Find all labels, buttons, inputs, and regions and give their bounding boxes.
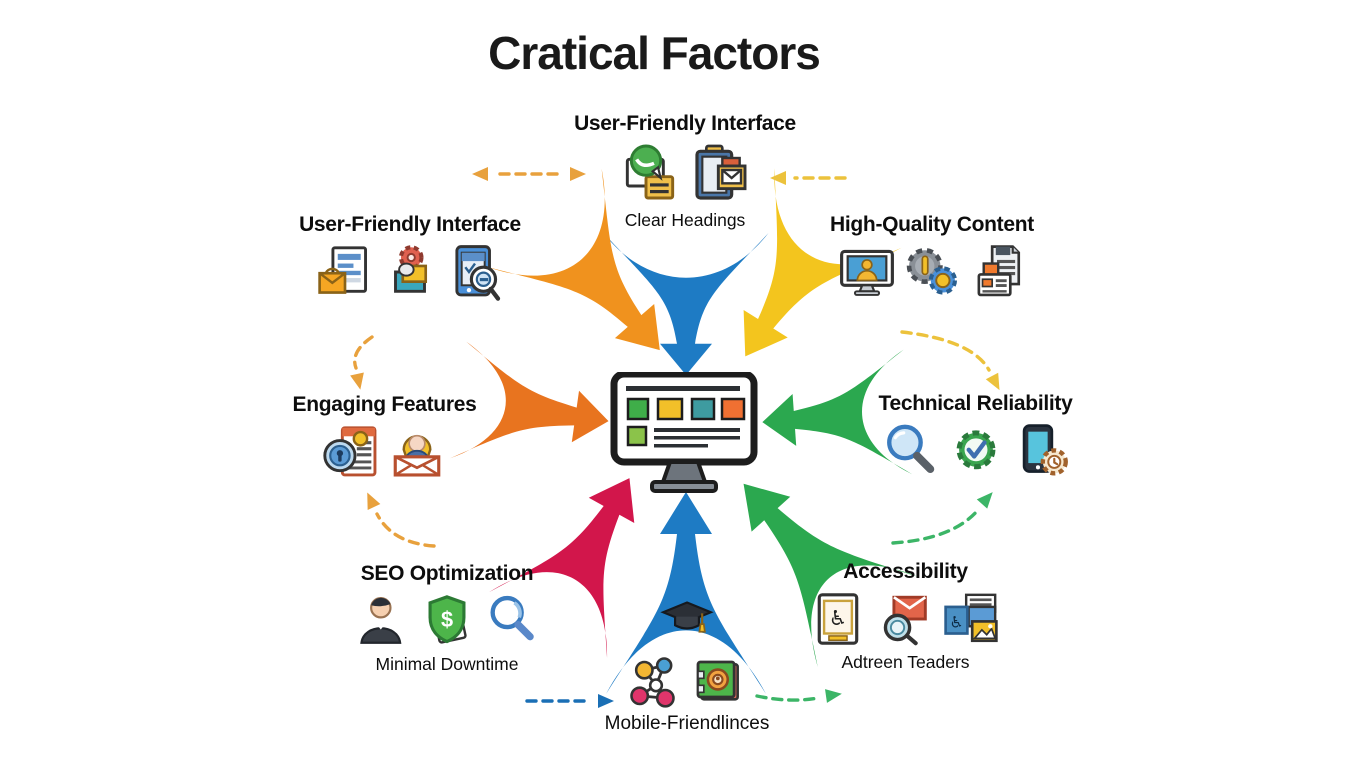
node-label: Accessibility bbox=[843, 560, 968, 583]
magnifier-icon bbox=[882, 422, 940, 480]
funnel-arrow-upper-left bbox=[488, 168, 660, 351]
monitor-user-icon bbox=[838, 243, 896, 301]
dashed-arrow-access-up bbox=[891, 492, 993, 545]
graduation-cap-icon bbox=[612, 596, 762, 648]
node-user-friendly-interface-top: User-Friendly Interface Clear Headings bbox=[525, 112, 845, 231]
node-label: Engaging Features bbox=[292, 393, 477, 416]
funnel-arrow-mid-right bbox=[762, 349, 913, 475]
documents-stack-icon bbox=[968, 243, 1026, 301]
icon-row bbox=[868, 422, 1083, 480]
node-label: User-Friendly Interface bbox=[574, 112, 796, 135]
dashed-arrow-left-down bbox=[350, 335, 374, 390]
document-chat-icon bbox=[618, 142, 682, 206]
node-mobile-friendliness: Mobile-Friendlinces bbox=[602, 596, 772, 735]
dashed-arrow-right-down bbox=[900, 330, 1000, 391]
badge-check-icon bbox=[947, 422, 1005, 480]
person-suit-icon bbox=[353, 592, 411, 650]
funnel-arrow-bottom-right bbox=[743, 483, 919, 668]
folder-gear-icon bbox=[381, 243, 439, 301]
funnel-arrow-mid-left bbox=[449, 341, 609, 459]
icon-row bbox=[612, 596, 762, 711]
node-sublabel: Minimal Downtime bbox=[375, 654, 519, 674]
node-accessibility: Accessibility ♿♿ Adtreen Teaders bbox=[808, 560, 1003, 673]
book-camera-icon bbox=[691, 655, 747, 711]
dashed-arrow-top-left bbox=[472, 167, 586, 181]
icon-row bbox=[822, 243, 1042, 301]
node-label: Mobile-Friendlinces bbox=[604, 713, 770, 734]
node-engaging-features: Engaging Features bbox=[282, 393, 487, 481]
tablet-wheelchair-icon: ♿ bbox=[812, 590, 870, 648]
funnel-arrow-bottom bbox=[606, 492, 766, 694]
woman-envelope-icon bbox=[388, 423, 446, 481]
dashed-arrow-bottom-left bbox=[525, 694, 614, 708]
node-label: Technical Reliability bbox=[878, 392, 1073, 415]
search-icon bbox=[483, 592, 541, 650]
tablet-search-icon bbox=[446, 243, 504, 301]
clipboard-mail-icon bbox=[689, 142, 753, 206]
funnel-arrow-bottom-left bbox=[488, 478, 635, 658]
accessibility-windows-icon: ♿ bbox=[942, 590, 1000, 648]
node-technical-reliability: Technical Reliability bbox=[868, 392, 1083, 480]
dashed-arrow-bottom-right bbox=[755, 689, 842, 703]
node-user-friendly-interface-left: User-Friendly Interface bbox=[290, 213, 530, 301]
dashed-arrow-seo-up bbox=[367, 492, 436, 548]
funnel-arrow-top bbox=[603, 233, 769, 375]
svg-text:♿: ♿ bbox=[949, 612, 963, 631]
icon-row bbox=[282, 423, 487, 481]
document-badge-icon bbox=[323, 423, 381, 481]
icon-row: $ bbox=[352, 592, 542, 650]
dashed-arrow-top-right bbox=[770, 171, 847, 185]
node-seo-optimization: SEO Optimization $ Minimal Downtime bbox=[352, 562, 542, 675]
funnel-arrow-upper-right bbox=[743, 168, 902, 357]
icon-row bbox=[525, 142, 845, 206]
mail-magnifier-icon bbox=[877, 590, 935, 648]
node-high-quality-content: High-Quality Content bbox=[822, 213, 1042, 301]
shield-dollar-icon: $ bbox=[418, 592, 476, 650]
phone-clock-icon bbox=[1012, 422, 1070, 480]
page-title: Cratical Factors bbox=[488, 27, 821, 79]
node-label: User-Friendly Interface bbox=[299, 213, 521, 236]
molecule-icon bbox=[628, 655, 684, 711]
icon-row bbox=[290, 243, 530, 301]
node-label: SEO Optimization bbox=[360, 562, 534, 585]
node-sublabel: Clear Headings bbox=[624, 210, 746, 230]
icon-row: ♿♿ bbox=[808, 590, 1003, 648]
node-label: High-Quality Content bbox=[830, 213, 1034, 236]
svg-text:♿: ♿ bbox=[828, 606, 846, 630]
document-list-icon bbox=[316, 243, 374, 301]
node-sublabel: Adtreen Teaders bbox=[841, 652, 970, 672]
gears-icon bbox=[903, 243, 961, 301]
website-monitor-icon bbox=[610, 372, 758, 493]
svg-text:$: $ bbox=[441, 607, 453, 632]
